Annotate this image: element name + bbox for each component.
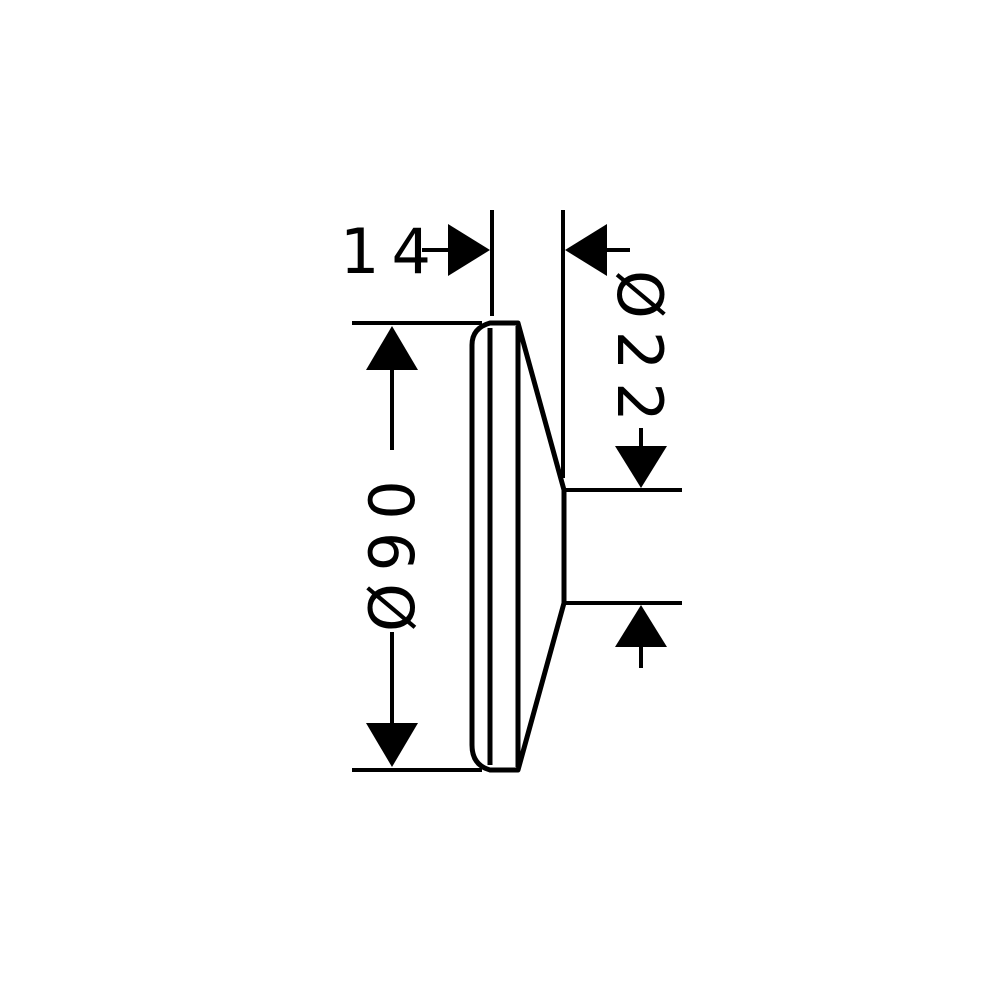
- rosette-face-outline: [469, 320, 567, 773]
- outer-arrow-top: [366, 326, 418, 370]
- depth-arrow-right: [565, 224, 607, 276]
- inner-arrow-bottom: [615, 605, 667, 647]
- inner-diameter-dimension: Ø22: [566, 270, 682, 668]
- inner-diameter-label: Ø22: [603, 270, 676, 434]
- part-profile: [469, 320, 567, 773]
- inner-arrow-top: [615, 446, 667, 488]
- depth-label: 14: [340, 215, 443, 288]
- outer-arrow-bottom: [366, 723, 418, 767]
- outer-diameter-label: Ø90: [356, 468, 429, 632]
- depth-arrow-left: [448, 224, 490, 276]
- outer-diameter-dimension: Ø90: [352, 321, 482, 772]
- depth-dimension: 14: [340, 210, 630, 478]
